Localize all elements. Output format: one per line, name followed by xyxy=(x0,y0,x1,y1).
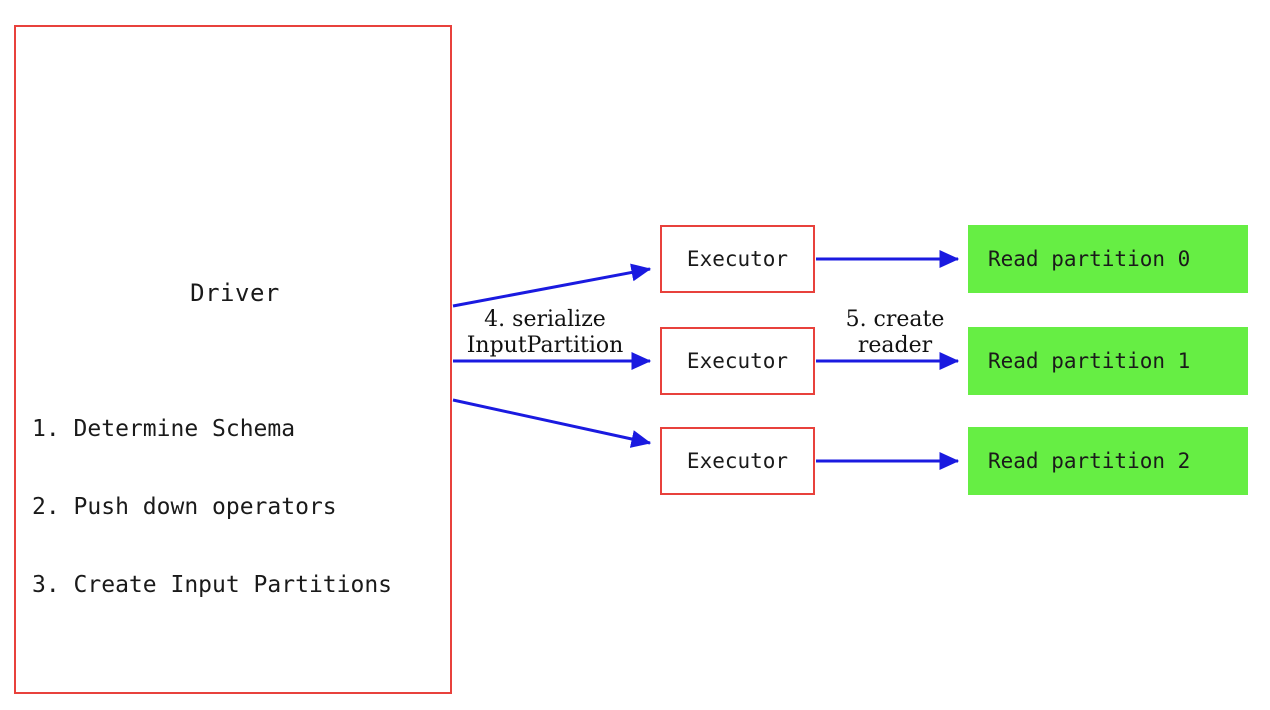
driver-step-1: 1. Determine Schema xyxy=(32,416,296,442)
executor-label-2: Executor xyxy=(686,349,789,373)
partition-label-2: Read partition 2 xyxy=(988,449,1191,473)
driver-title: Driver xyxy=(190,279,280,307)
driver-step-2: 2. Push down operators xyxy=(32,494,337,520)
edge-label-create-reader: 5. create reader xyxy=(822,307,968,359)
partition-label-0: Read partition 0 xyxy=(988,247,1191,271)
driver-box: Driver 1. Determine Schema 2. Push down … xyxy=(14,25,452,694)
arrow-driver-to-executor-3 xyxy=(452,398,652,448)
edge-label-create-reader-line-1: 5. create xyxy=(845,307,945,332)
executor-label-1: Executor xyxy=(686,247,789,271)
edge-label-serialize: 4. serialize InputPartition xyxy=(450,307,640,359)
partition-label-1: Read partition 1 xyxy=(988,349,1191,373)
edge-label-serialize-line-2: InputPartition xyxy=(466,333,624,358)
partition-box-0: Read partition 0 xyxy=(968,225,1248,293)
executor-box-2: Executor xyxy=(660,327,815,395)
partition-box-2: Read partition 2 xyxy=(968,427,1248,495)
partition-box-1: Read partition 1 xyxy=(968,327,1248,395)
executor-box-3: Executor xyxy=(660,427,815,495)
driver-step-3: 3. Create Input Partitions xyxy=(32,572,393,598)
executor-label-3: Executor xyxy=(686,449,789,473)
edge-label-serialize-line-1: 4. serialize xyxy=(484,307,606,332)
edge-label-create-reader-line-2: reader xyxy=(857,333,933,358)
driver-steps-list: 1. Determine Schema 2. Push down operato… xyxy=(32,364,452,650)
executor-box-1: Executor xyxy=(660,225,815,293)
arrow-driver-to-executor-1 xyxy=(452,263,652,308)
